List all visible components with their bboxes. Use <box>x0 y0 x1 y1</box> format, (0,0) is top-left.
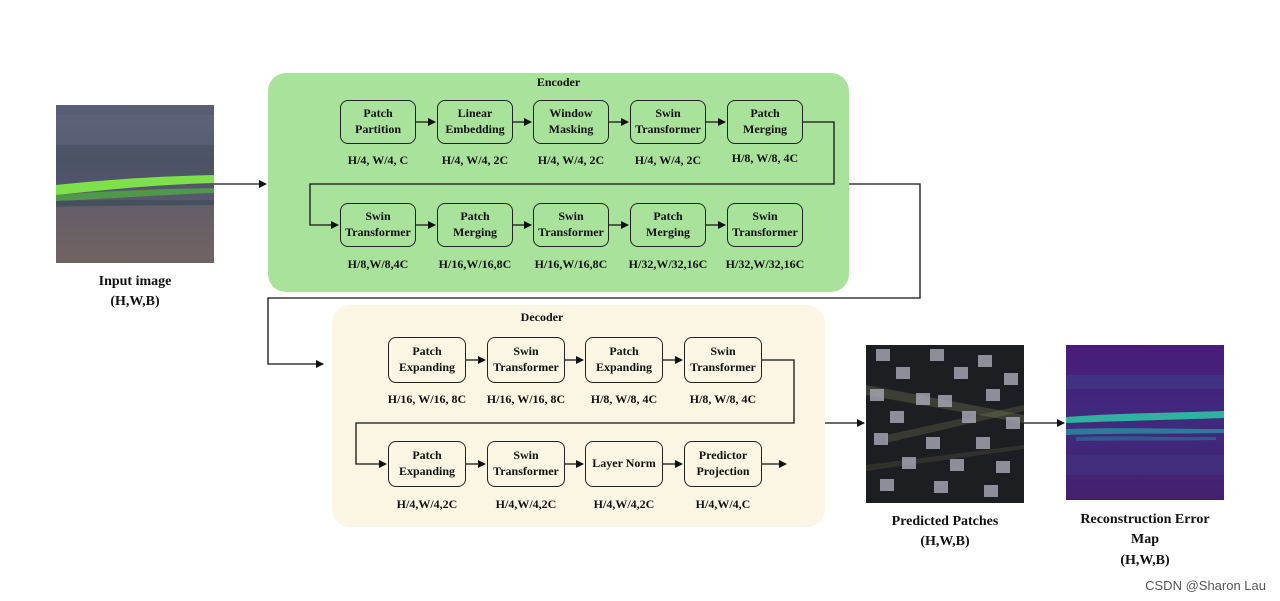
encoder-dim: H/8, W/8, 4C <box>731 151 799 165</box>
predicted-patches-graphic <box>866 345 1024 503</box>
encoder-block-patch-merging-1: Patch Merging <box>727 100 803 144</box>
decoder-block-patch-expanding-3: Patch Expanding <box>388 441 466 487</box>
encoder-block-linear-embedding: Linear Embedding <box>437 100 513 144</box>
decoder-block-swin-transformer-3: Swin Transformer <box>487 441 565 487</box>
decoder-dim: H/16, W/16, 8C <box>486 392 566 406</box>
encoder-block-patch-partition: Patch Partition <box>340 100 416 144</box>
encoder-block-swin-transformer-3: Swin Transformer <box>533 203 609 247</box>
predicted-patches-caption: Predicted Patches (H,W,B) <box>891 514 999 550</box>
decoder-block-swin-transformer-2: Swin Transformer <box>684 337 762 383</box>
decoder-block-patch-expanding-1: Patch Expanding <box>388 337 466 383</box>
encoder-title: Encoder <box>536 75 581 89</box>
decoder-dim: H/16, W/16, 8C <box>387 392 467 406</box>
reconstruction-error-map-caption: Reconstruction Error Map (H,W,B) <box>1080 512 1210 568</box>
predicted-patches-image <box>866 345 1024 503</box>
decoder-panel: Decoder Patch Expanding Swin Transformer… <box>332 305 825 527</box>
encoder-dim: H/4, W/4, 2C <box>441 153 509 167</box>
decoder-dim: H/8, W/8, 4C <box>689 392 757 406</box>
decoder-block-predictor-projection: Predictor Projection <box>684 441 762 487</box>
decoder-dim: H/4,W/4,2C <box>593 497 655 511</box>
encoder-dim: H/16,W/16,8C <box>438 257 512 271</box>
decoder-block-patch-expanding-2: Patch Expanding <box>585 337 663 383</box>
input-image <box>56 105 214 263</box>
watermark: CSDN @Sharon Lau <box>1145 578 1266 593</box>
encoder-panel: Encoder Patch Partition Linear Embedding… <box>268 73 849 292</box>
encoder-dim: H/32,W/32,16C <box>725 257 805 271</box>
encoder-block-patch-merging-3: Patch Merging <box>630 203 706 247</box>
encoder-dim: H/32,W/32,16C <box>628 257 708 271</box>
encoder-block-swin-transformer-4: Swin Transformer <box>727 203 803 247</box>
decoder-title: Decoder <box>520 310 564 324</box>
encoder-block-patch-merging-2: Patch Merging <box>437 203 513 247</box>
reconstruction-error-map-graphic <box>1066 345 1224 500</box>
input-image-graphic <box>56 105 214 263</box>
decoder-dim: H/4,W/4,2C <box>396 497 458 511</box>
decoder-dim: H/4,W/4,2C <box>495 497 557 511</box>
input-image-caption: Input image (H,W,B) <box>98 274 172 310</box>
encoder-dim: H/4, W/4, 2C <box>537 153 605 167</box>
decoder-dim: H/8, W/8, 4C <box>590 392 658 406</box>
reconstruction-error-map-image <box>1066 345 1224 500</box>
decoder-dim: H/4,W/4,C <box>695 497 751 511</box>
encoder-dim: H/4, W/4, 2C <box>634 153 702 167</box>
encoder-dim: H/8,W/8,4C <box>347 257 409 271</box>
encoder-block-swin-transformer-1: Swin Transformer <box>630 100 706 144</box>
encoder-block-window-masking: Window Masking <box>533 100 609 144</box>
encoder-dim: H/4, W/4, C <box>347 153 409 167</box>
decoder-block-swin-transformer-1: Swin Transformer <box>487 337 565 383</box>
encoder-block-swin-transformer-2: Swin Transformer <box>340 203 416 247</box>
encoder-dim: H/16,W/16,8C <box>534 257 608 271</box>
decoder-block-layer-norm: Layer Norm <box>585 441 663 487</box>
